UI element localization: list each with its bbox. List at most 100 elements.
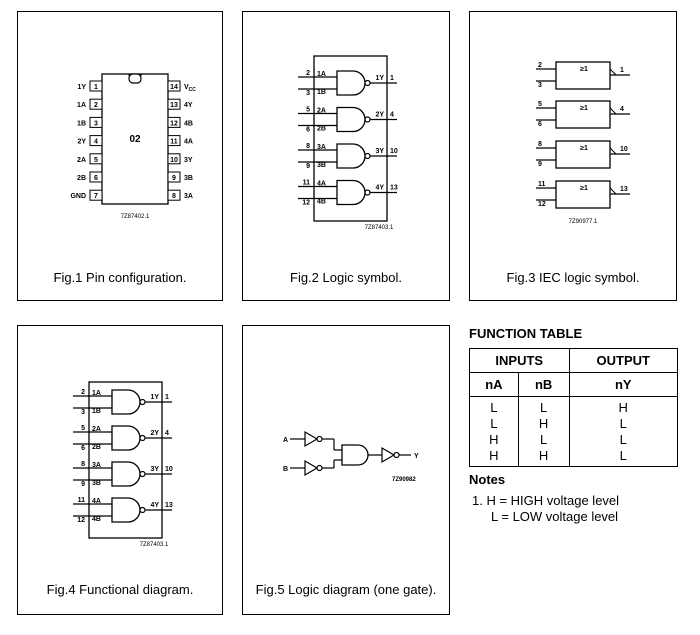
pin-number: 6 bbox=[94, 175, 98, 182]
pin-number: 12 bbox=[302, 200, 310, 207]
pin-number: 3 bbox=[306, 90, 310, 97]
pin-name-subscript: CC bbox=[189, 87, 197, 93]
fig3-caption: Fig.3 IEC logic symbol. bbox=[506, 270, 640, 285]
pin-name: GND bbox=[70, 193, 86, 200]
iec-or-qualifier: ≥1 bbox=[580, 185, 588, 192]
pin-number: 8 bbox=[306, 143, 310, 150]
input-a-label: A bbox=[283, 437, 288, 444]
pin-name: 4A bbox=[184, 139, 193, 146]
inverter-shape bbox=[381, 446, 396, 464]
pin-number: 8 bbox=[81, 461, 85, 468]
pin-number: 9 bbox=[81, 481, 85, 488]
pin-box bbox=[167, 98, 181, 110]
input-label: 3B bbox=[92, 480, 101, 487]
inverter-shape bbox=[304, 430, 319, 448]
cell-na: L bbox=[469, 396, 519, 416]
cell-ny: H bbox=[568, 396, 678, 416]
pin-number: 10 bbox=[170, 157, 178, 164]
nand-gate-shape bbox=[336, 143, 366, 169]
cell-nb: H bbox=[517, 416, 570, 432]
nand-gate-shape bbox=[111, 389, 141, 415]
output-label: 3Y bbox=[150, 466, 159, 473]
iec-or-qualifier: ≥1 bbox=[580, 105, 588, 112]
pin-number: 5 bbox=[94, 157, 98, 164]
input-label: 4B bbox=[317, 199, 326, 206]
pin-name: 1A bbox=[77, 102, 86, 109]
pin-number: 12 bbox=[77, 517, 85, 524]
pin-box bbox=[89, 171, 103, 183]
inversion-bubble bbox=[139, 470, 146, 478]
cell-ny: L bbox=[568, 448, 678, 467]
pin-number: 1 bbox=[620, 67, 624, 74]
input-label: 1A bbox=[317, 71, 326, 78]
pin-number: 5 bbox=[538, 101, 542, 108]
pin-number: 6 bbox=[538, 121, 542, 128]
col-na-header: nA bbox=[469, 372, 519, 397]
cell-na: H bbox=[469, 448, 519, 467]
pin-number: 2 bbox=[306, 70, 310, 77]
pin-name: 3Y bbox=[184, 157, 193, 164]
nand-gate-shape bbox=[336, 106, 366, 133]
pin-number: 10 bbox=[165, 466, 173, 473]
pin-box bbox=[167, 80, 181, 92]
cell-na: H bbox=[469, 432, 519, 448]
pin-box bbox=[89, 189, 103, 201]
pin-number: 4 bbox=[620, 106, 624, 113]
input-label: 2A bbox=[92, 426, 101, 433]
pin-number: 8 bbox=[172, 193, 176, 200]
pin-name: VCC bbox=[184, 84, 196, 93]
and-gate-shape bbox=[341, 444, 369, 466]
notes-title: Notes bbox=[469, 472, 506, 487]
pin-box bbox=[89, 98, 103, 110]
input-label: 3B bbox=[317, 162, 326, 169]
pin-name: 2B bbox=[77, 175, 86, 182]
iec-negation-indicator bbox=[609, 187, 618, 195]
pin-name: 3A bbox=[184, 193, 193, 200]
table-row: H H L bbox=[469, 448, 678, 467]
pin-number: 3 bbox=[538, 82, 542, 89]
function-table: INPUTS OUTPUT nA nB nY L L H L H L H L L… bbox=[469, 348, 678, 467]
inversion-bubble bbox=[393, 451, 400, 459]
pin-number: 10 bbox=[620, 146, 628, 153]
iec-or-qualifier: ≥1 bbox=[580, 145, 588, 152]
inversion-bubble bbox=[139, 398, 146, 406]
pin-number: 2 bbox=[538, 62, 542, 69]
pin-number: 14 bbox=[170, 84, 178, 91]
pin-number: 9 bbox=[306, 163, 310, 170]
cell-na: L bbox=[469, 416, 519, 432]
figure-code: 7Z90982 bbox=[392, 477, 416, 483]
input-b-label: B bbox=[283, 466, 288, 473]
ic-notch bbox=[128, 73, 142, 84]
pin-number: 2 bbox=[81, 389, 85, 396]
figure-code: 7Z90977.1 bbox=[569, 219, 598, 225]
pin-box bbox=[167, 116, 181, 128]
pin-number: 4 bbox=[165, 430, 169, 437]
fig4-caption: Fig.4 Functional diagram. bbox=[46, 582, 194, 597]
pin-name: 1Y bbox=[77, 84, 86, 91]
note-line-2: L = LOW voltage level bbox=[491, 509, 619, 524]
nand-gate-shape bbox=[336, 179, 366, 206]
pin-number: 11 bbox=[303, 180, 311, 187]
pin-name: 1B bbox=[77, 120, 86, 127]
pin-number: 4 bbox=[390, 112, 394, 119]
iec-negation-indicator bbox=[609, 147, 618, 155]
pin-number: 11 bbox=[538, 181, 546, 188]
pin-number: 5 bbox=[81, 425, 85, 432]
input-label: 3A bbox=[317, 144, 326, 151]
iec-or-qualifier: ≥1 bbox=[580, 66, 588, 73]
inversion-bubble bbox=[139, 434, 146, 442]
pin-number: 11 bbox=[78, 497, 86, 504]
pin-name: 2A bbox=[77, 157, 86, 164]
pin-name: 4Y bbox=[184, 102, 193, 109]
pin-number: 9 bbox=[172, 175, 176, 182]
pin-box bbox=[167, 171, 181, 183]
input-label: 2B bbox=[92, 444, 101, 451]
pin-number: 1 bbox=[94, 84, 98, 91]
col-ny-header: nY bbox=[568, 372, 678, 397]
pin-box bbox=[167, 153, 181, 165]
